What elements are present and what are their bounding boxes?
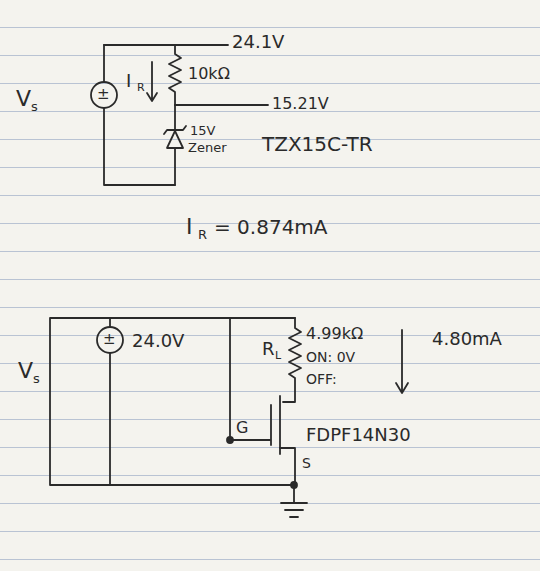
wire [104, 45, 175, 185]
polarity-mark: ± [103, 332, 116, 347]
ground-symbol [281, 485, 307, 517]
subscript: R [137, 82, 145, 93]
resistor-symbol [283, 318, 301, 402]
mosfet-gate [270, 405, 272, 445]
state-note: OFF: [306, 372, 337, 386]
polarity-mark: ± [97, 87, 110, 102]
voltage-value: 24.1V [232, 33, 284, 51]
subscript: R [198, 228, 207, 241]
resistor-value: 4.99kΩ [306, 326, 363, 342]
resistor-name: R [262, 340, 275, 358]
subscript: s [33, 372, 40, 385]
resistor-value: 10kΩ [188, 66, 230, 82]
voltage-source-symbol [97, 327, 123, 353]
state-note: ON: 0V [306, 350, 355, 364]
part-type: Zener [188, 141, 227, 154]
mosfet-channel [279, 396, 281, 454]
voltage-value: 15.21V [272, 96, 329, 112]
voltage-value: 24.0V [132, 332, 184, 350]
junction-dot [227, 437, 233, 443]
current-value: 4.80mA [432, 330, 502, 348]
current-arrow [147, 62, 157, 101]
part-number: FDPF14N30 [306, 426, 411, 444]
wire [104, 44, 228, 46]
voltage-source-symbol [91, 82, 117, 108]
zener-diode-symbol [167, 131, 183, 148]
subscript: L [275, 350, 281, 361]
wire [280, 448, 295, 485]
subscript: s [31, 100, 38, 113]
wire [50, 318, 295, 485]
current-arrow [396, 330, 408, 393]
pin-name: G [236, 420, 248, 436]
part-number: TZX15C-TR [262, 134, 373, 154]
wire [230, 318, 270, 440]
zener-voltage: 15V [190, 124, 215, 137]
source-name: V [18, 360, 33, 382]
resistor-symbol [169, 45, 181, 105]
wire [175, 104, 268, 106]
wire [174, 105, 176, 185]
pin-name: S [302, 456, 311, 470]
source-name: V [16, 88, 31, 110]
zener-diode-symbol [164, 126, 186, 134]
current-value: = 0.874mA [214, 217, 328, 237]
current-name: I [186, 216, 193, 238]
current-name: I [126, 72, 131, 90]
